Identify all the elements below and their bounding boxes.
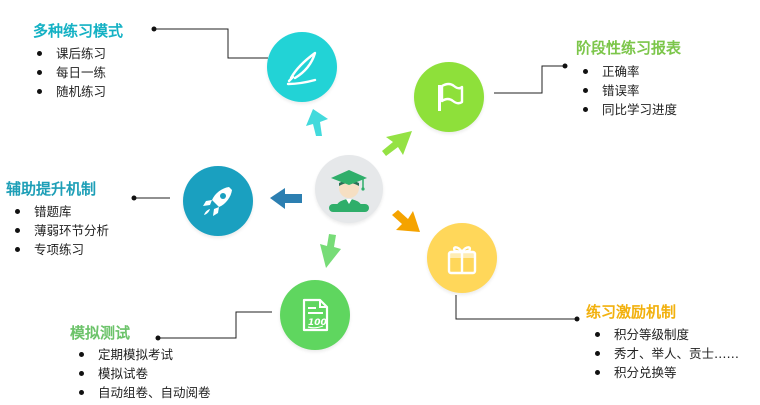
connector-practice-modes bbox=[154, 28, 268, 59]
connector-stage-report bbox=[494, 65, 565, 94]
list-item: 定期模拟考试 bbox=[74, 345, 211, 364]
practice-modes-list: 课后练习 每日一练 随机练习 bbox=[32, 44, 106, 101]
assist-mechanism-list: 错题库 薄弱环节分析 专项练习 bbox=[10, 202, 109, 259]
list-item: 错题库 bbox=[10, 202, 109, 221]
connector-dot bbox=[562, 63, 568, 69]
list-item: 秀才、举人、贡士…… bbox=[590, 344, 739, 363]
list-item: 薄弱环节分析 bbox=[10, 221, 109, 240]
flag-icon bbox=[438, 82, 464, 111]
practice-modes-circle bbox=[267, 32, 337, 102]
practice-modes-title: 多种练习模式 bbox=[33, 22, 124, 40]
connector-dot bbox=[574, 316, 580, 322]
arrow-to-practice-modes bbox=[306, 109, 328, 136]
arrow-to-mock-test bbox=[320, 234, 341, 268]
incentive-title: 练习激励机制 bbox=[586, 303, 677, 321]
test-paper-100-icon: 100 bbox=[302, 298, 329, 332]
graduate-student-icon bbox=[329, 170, 369, 212]
arrow-to-incentive bbox=[392, 210, 420, 232]
assist-mechanism-title: 辅助提升机制 bbox=[6, 180, 97, 198]
list-item: 课后练习 bbox=[32, 44, 106, 63]
list-item: 错误率 bbox=[578, 81, 677, 100]
mock-test-list: 定期模拟考试 模拟试卷 自动组卷、自动阅卷 bbox=[74, 345, 211, 402]
list-item: 随机练习 bbox=[32, 82, 106, 101]
list-item: 专项练习 bbox=[10, 240, 109, 259]
list-item: 自动组卷、自动阅卷 bbox=[74, 383, 211, 402]
connector-dot bbox=[151, 26, 157, 32]
list-item: 积分等级制度 bbox=[590, 325, 739, 344]
list-item: 正确率 bbox=[578, 62, 677, 81]
connector-incentive bbox=[455, 295, 577, 320]
list-item: 每日一练 bbox=[32, 63, 106, 82]
knife-pen-icon bbox=[286, 51, 317, 86]
center-circle bbox=[315, 155, 383, 223]
mock-test-title: 模拟测试 bbox=[70, 324, 131, 342]
svg-text:100: 100 bbox=[308, 318, 327, 328]
stage-report-list: 正确率 错误率 同比学习进度 bbox=[578, 62, 677, 119]
connector-dot bbox=[131, 195, 137, 201]
gift-icon bbox=[447, 246, 477, 275]
stage-report-title: 阶段性练习报表 bbox=[576, 39, 682, 57]
list-item: 同比学习进度 bbox=[578, 100, 677, 119]
arrow-to-stage-report bbox=[382, 131, 412, 156]
list-item: 模拟试卷 bbox=[74, 364, 211, 383]
assist-mechanism-circle bbox=[183, 166, 253, 236]
list-item: 积分兑换等 bbox=[590, 363, 739, 382]
connector-mock-test bbox=[158, 311, 272, 339]
connector-dot bbox=[155, 335, 161, 341]
incentive-circle bbox=[427, 223, 497, 293]
arrow-to-assist-mechanism bbox=[270, 188, 302, 209]
incentive-list: 积分等级制度 秀才、举人、贡士…… 积分兑换等 bbox=[590, 325, 739, 382]
rocket-icon bbox=[203, 187, 232, 216]
mock-test-circle: 100 bbox=[280, 280, 350, 350]
stage-report-circle bbox=[414, 62, 484, 132]
